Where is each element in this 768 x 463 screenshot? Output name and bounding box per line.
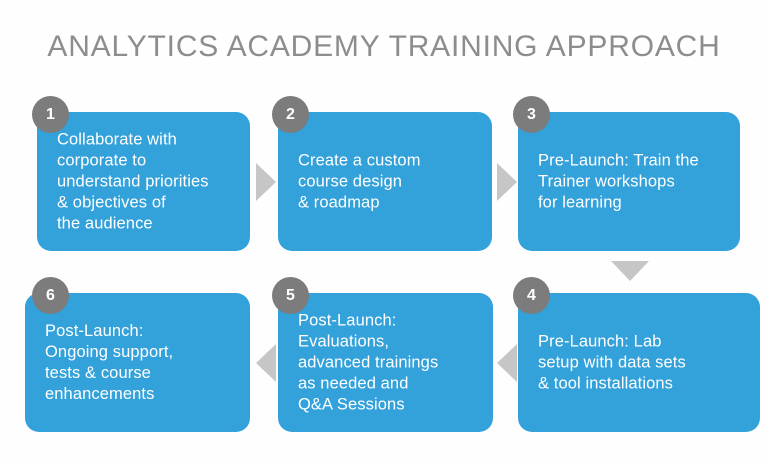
arrow-step2-to-step3-icon <box>497 163 517 201</box>
step-1-badge: 1 <box>32 96 69 133</box>
step-5-text: Post-Launch: Evaluations, advanced train… <box>298 311 439 413</box>
step-box-6[interactable]: Post-Launch: Ongoing support, tests & co… <box>25 293 250 432</box>
step-2-badge: 2 <box>272 96 309 133</box>
step-box-5[interactable]: Post-Launch: Evaluations, advanced train… <box>278 293 493 432</box>
step-4-badge: 4 <box>513 277 550 314</box>
page-title: ANALYTICS ACADEMY TRAINING APPROACH <box>47 30 721 63</box>
step-6-badge: 6 <box>32 277 69 314</box>
step-3-text: Pre-Launch: Train the Trainer workshops … <box>538 151 699 211</box>
step-1-text: Collaborate with corporate to understand… <box>57 130 209 232</box>
step-4-text: Pre-Launch: Lab setup with data sets & t… <box>538 332 686 392</box>
step-3-badge: 3 <box>513 96 550 133</box>
step-box-1[interactable]: Collaborate with corporate to understand… <box>37 112 250 251</box>
arrow-step5-to-step6-icon <box>256 344 276 382</box>
step-box-3[interactable]: Pre-Launch: Train the Trainer workshops … <box>518 112 740 251</box>
step-6-text: Post-Launch: Ongoing support, tests & co… <box>45 321 174 403</box>
step-box-4[interactable]: Pre-Launch: Lab setup with data sets & t… <box>518 293 760 432</box>
step-2-text: Create a custom course design & roadmap <box>298 151 421 211</box>
step-5-badge: 5 <box>272 277 309 314</box>
step-box-2[interactable]: Create a custom course design & roadmap <box>278 112 492 251</box>
arrow-step3-to-step4-icon <box>611 261 649 281</box>
arrow-step4-to-step5-icon <box>497 344 517 382</box>
arrow-step1-to-step2-icon <box>256 163 276 201</box>
